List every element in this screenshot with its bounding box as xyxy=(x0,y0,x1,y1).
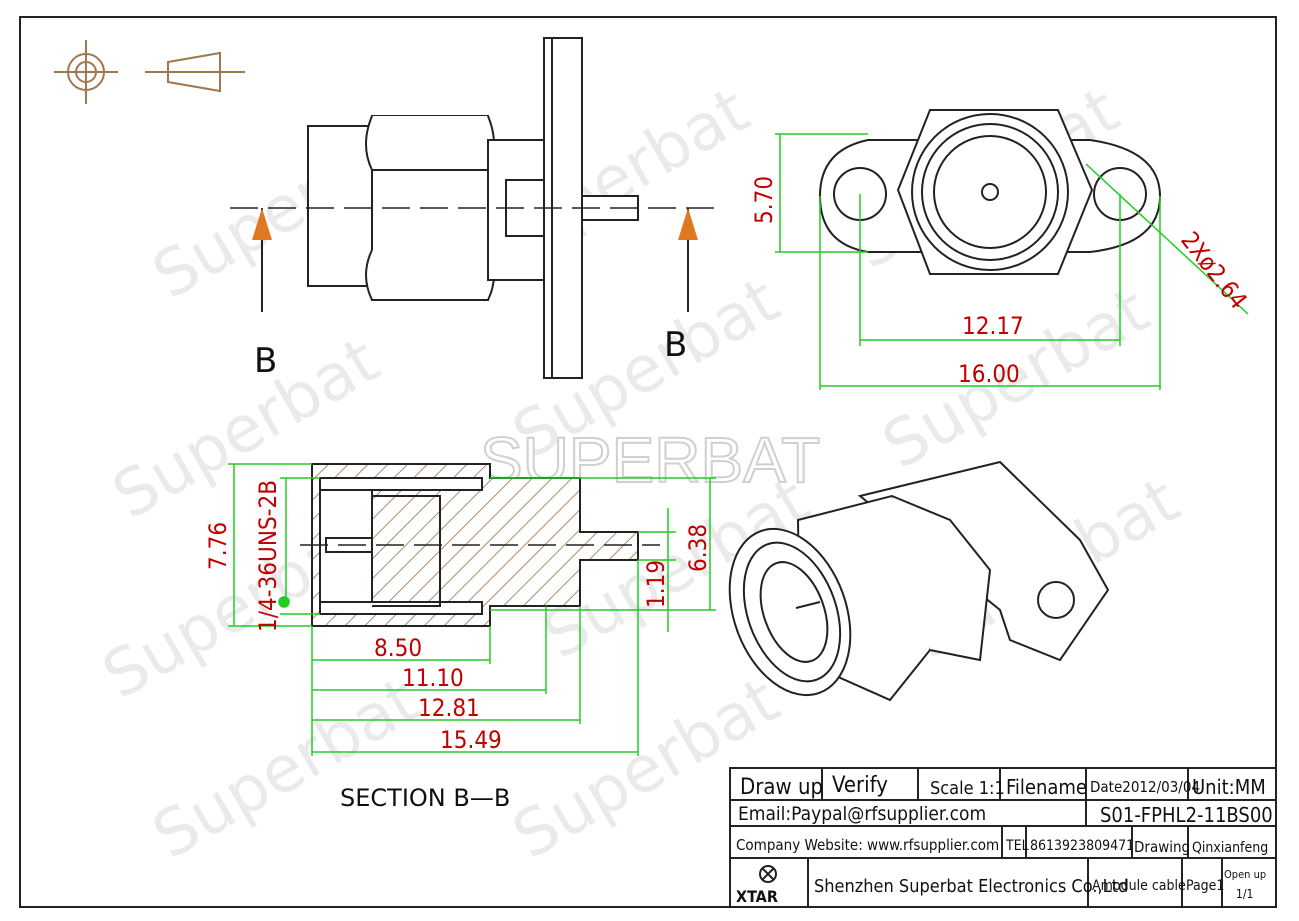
tb-website: Company Website: www.rfsupplier.com xyxy=(736,836,999,854)
xtar-logo-icon: XTAR xyxy=(736,865,778,906)
section-marker-right: B xyxy=(664,325,687,365)
tb-drawer: Qinxianfeng xyxy=(1192,840,1268,856)
dim-len-3: 12.81 xyxy=(418,694,480,722)
side-view xyxy=(230,37,720,379)
tb-company: Shenzhen Superbat Electronics Co.,Ltd xyxy=(814,876,1128,897)
tb-scale: Scale 1:1 xyxy=(930,778,1005,799)
dim-overall-dia: 7.76 xyxy=(204,522,232,570)
dim-pin-dia: 1.19 xyxy=(642,560,670,608)
section-arrows xyxy=(252,208,698,312)
dim-body-dia: 6.38 xyxy=(684,524,712,572)
dim-len-2: 11.10 xyxy=(402,664,464,692)
tb-open-up: Open up xyxy=(1224,868,1266,881)
tb-unit: Unit:MM xyxy=(1192,775,1266,799)
watermark-text: Superbat xyxy=(141,664,431,874)
dim-len-4: 15.49 xyxy=(440,726,502,754)
dim-thread: 1/4-36UNS-2B xyxy=(254,480,282,632)
front-dimensions xyxy=(775,133,1249,390)
tb-draw-up: Draw up xyxy=(740,775,823,800)
title-block xyxy=(729,767,1277,908)
tb-logo-text: XTAR xyxy=(736,887,778,906)
front-view xyxy=(818,109,1162,275)
section-dimensions xyxy=(228,463,716,756)
tb-filename: Filename xyxy=(1006,775,1087,799)
tb-drawing-label: Drawing xyxy=(1134,838,1190,856)
tb-page: Page1 xyxy=(1186,878,1224,894)
tb-date: Date2012/03/04 xyxy=(1090,778,1200,796)
dim-hole-pitch: 12.17 xyxy=(962,312,1024,340)
dim-flange-width: 16.00 xyxy=(958,360,1020,388)
dim-flange-height: 5.70 xyxy=(750,176,778,224)
watermark-brand: SUPERBAT xyxy=(480,424,820,496)
section-label: SECTION B—B xyxy=(340,784,510,812)
section-marker-left: B xyxy=(254,341,277,381)
tb-email: Email:Paypal@rfsupplier.com xyxy=(738,803,986,825)
tb-part-no: S01-FPHL2-11BS00 xyxy=(1100,803,1273,827)
dim-len-1: 8.50 xyxy=(374,634,422,662)
tb-open-up-val: 1/1 xyxy=(1236,887,1253,901)
iso-view xyxy=(728,460,1110,702)
tb-product: Amodule cable xyxy=(1092,878,1186,894)
drawing-border xyxy=(19,16,1277,908)
dim-holes: 2Xø2.64 xyxy=(1175,226,1252,314)
tb-tel-label: TEL xyxy=(1005,838,1029,854)
tb-tel: 8613923809471 xyxy=(1030,838,1134,854)
tb-verify: Verify xyxy=(832,773,888,798)
projection-symbol-icon xyxy=(54,40,245,104)
